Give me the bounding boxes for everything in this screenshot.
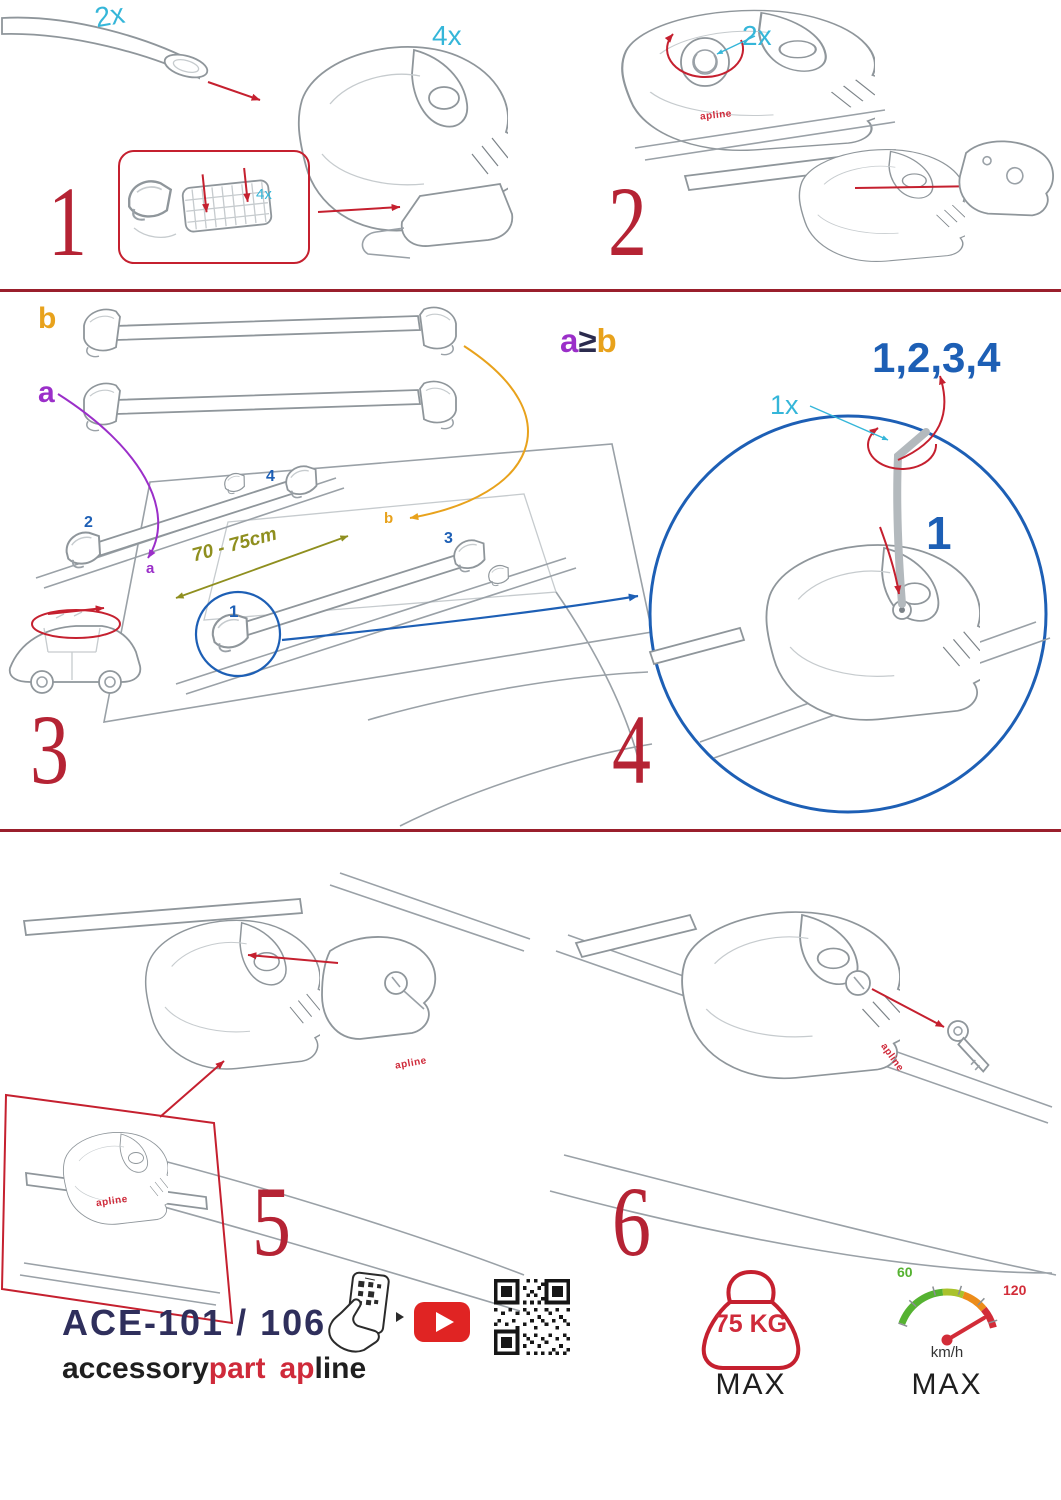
- qr-code: [494, 1279, 570, 1355]
- car-inset: [8, 605, 142, 694]
- bar-a-label: a: [38, 376, 55, 409]
- pads-inset-art: [128, 167, 273, 239]
- step1-foot-quantity: 4x: [432, 20, 462, 51]
- key-drawing: [947, 1020, 990, 1073]
- allen-key: [893, 428, 930, 608]
- max-speed-label: MAX: [911, 1368, 983, 1401]
- knob-rotation-arrow: [664, 33, 744, 79]
- key-remove-arrow: [871, 988, 945, 1028]
- repeat-sequence-label: 1,2,3,4: [872, 334, 1001, 381]
- section-divider-1: [0, 289, 1061, 292]
- step1-bar-quantity: 2x: [92, 0, 127, 34]
- detail-step-number: 1: [926, 507, 952, 559]
- max-load-label: MAX: [715, 1368, 787, 1401]
- step6-illustration: [549, 911, 1057, 1276]
- step-2-number: 2: [608, 166, 647, 277]
- speedometer-needle: [945, 1316, 986, 1342]
- inset-zoom-arrow: [159, 1060, 225, 1118]
- step2-cover-quantity: 2x: [742, 20, 772, 51]
- step-5-number: 5: [252, 1166, 291, 1277]
- step-4-number: 4: [612, 694, 651, 805]
- bar-and-cover-assembly: [683, 140, 1054, 263]
- qty-pointer-line: [716, 35, 756, 55]
- product-code: ACE-101 / 106: [62, 1302, 327, 1343]
- crossbar-a-drawing: [83, 380, 457, 432]
- brand-accessory: accessory: [62, 1352, 209, 1385]
- step5-inset-art: [19, 1132, 221, 1306]
- step4-illustration: [648, 375, 1051, 814]
- formula-b: b: [596, 322, 617, 359]
- brand-part: part: [208, 1352, 266, 1385]
- step1-illustration: [1, 16, 514, 259]
- tighten-arrow: [879, 526, 902, 595]
- roof-position-1: 1: [229, 602, 239, 621]
- phone-qr-scan-icon: [328, 1271, 404, 1353]
- roof-bar-b-label: b: [384, 510, 394, 527]
- repeat-sequence-arrow: [897, 375, 946, 461]
- step5-illustration: [0, 872, 531, 1325]
- bar-b-label: b: [38, 302, 57, 335]
- step1-pads-quantity: 4x: [256, 186, 272, 203]
- qty-pointer-line: [809, 405, 889, 441]
- roof-position-3: 3: [444, 530, 453, 547]
- formula-operator: ≥: [578, 322, 597, 359]
- step-6-number: 6: [612, 1166, 651, 1277]
- step4-key-quantity: 1x: [770, 390, 799, 420]
- kettlebell-weight-icon: [701, 1270, 801, 1370]
- speed-tick-60: 60: [897, 1264, 913, 1280]
- bar-b-assign-arrow: [409, 345, 529, 521]
- youtube-play-icon: [414, 1302, 470, 1342]
- zoom-link-arrow: [281, 593, 639, 642]
- inset-to-clamp-arrow: [317, 203, 401, 213]
- roof-position-4: 4: [266, 468, 275, 485]
- step-1-number: 1: [48, 166, 87, 277]
- speedometer-icon: [898, 1285, 998, 1346]
- formula-a-gte-b: a≥b: [560, 322, 617, 360]
- max-load-value: 75 KG: [714, 1310, 788, 1338]
- speed-unit-label: km/h: [930, 1344, 964, 1361]
- scan-arrow: [396, 1312, 404, 1322]
- key-rotation-arrow: [867, 427, 938, 470]
- span-dimension-arrow: [175, 535, 349, 599]
- bar-to-foot-arrow: [207, 81, 261, 101]
- hand-icon: [328, 1298, 380, 1353]
- speed-tick-120: 120: [1003, 1282, 1027, 1298]
- step2-illustration: [621, 9, 1054, 263]
- roof-position-2: 2: [84, 514, 93, 531]
- lock-slide-arrow: [247, 952, 339, 964]
- formula-a: a: [560, 322, 579, 359]
- bar-a-assign-arrow: [57, 393, 160, 559]
- crossbar-b-drawing: [83, 306, 457, 358]
- brand-line: line: [314, 1352, 367, 1385]
- step1-pads-inset: [118, 150, 310, 264]
- section-divider-2: [0, 829, 1061, 832]
- step5-inset-frame: [0, 1093, 234, 1325]
- phone-qr-dots: [357, 1277, 382, 1306]
- brand-ap: ap: [279, 1352, 315, 1385]
- step-3-number: 3: [30, 694, 69, 805]
- roof-bar-a-label: a: [146, 560, 155, 577]
- step3-illustration: [8, 306, 653, 827]
